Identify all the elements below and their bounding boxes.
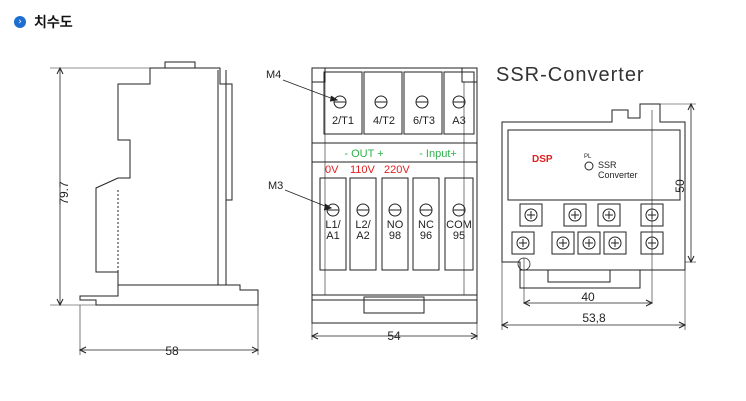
- terminal-label-line2: A2: [356, 230, 369, 242]
- side-width-label: 58: [165, 344, 179, 358]
- converter-view: SSR-Converter DSP PL SSR Converter: [496, 64, 696, 330]
- front-width-label: 54: [387, 329, 401, 343]
- bottom-terminal: COM 95: [444, 177, 474, 271]
- top-terminal: A3: [443, 71, 475, 135]
- input-label: - Input+: [419, 148, 457, 160]
- side-view-body: [95, 67, 233, 285]
- terminal-label-line1: NO: [387, 219, 404, 231]
- terminal-label-line1: L2/: [355, 219, 371, 231]
- terminal-label-line2: 96: [420, 230, 432, 242]
- top-terminal: 2/T1: [323, 71, 363, 135]
- converter-title: SSR-Converter: [496, 64, 645, 86]
- top-terminal-row: 2/T1 4/T2 6/T3 A3: [323, 71, 475, 135]
- section-title: 치수도: [34, 15, 73, 31]
- bottom-terminal-row: L1/ A1 L2/ A2 NO 98 NC 96: [319, 177, 474, 271]
- side-height-label: 79.7: [57, 181, 71, 205]
- converter-height-label: 50: [673, 179, 687, 193]
- bottom-terminal: L2/ A2: [349, 177, 377, 271]
- terminal-label: 4/T2: [373, 115, 395, 127]
- converter-brand: DSP: [532, 154, 553, 165]
- top-terminal: 4/T2: [363, 71, 403, 135]
- terminal-label-line1: COM: [446, 219, 472, 231]
- indicator-led: [584, 161, 594, 171]
- converter-inner-width-label: 40: [581, 290, 595, 304]
- converter-screws: [511, 203, 664, 255]
- terminal-label: 6/T3: [413, 115, 435, 127]
- front-outline: [311, 67, 478, 324]
- callout-m3: M3: [268, 180, 283, 192]
- converter-outer-width-label: 53,8: [582, 311, 606, 325]
- terminal-label-line1: NC: [418, 219, 434, 231]
- side-view: 79.7 58: [50, 61, 260, 358]
- callout-m4: M4: [266, 69, 281, 81]
- indicator-label: PL: [584, 154, 592, 160]
- converter-label-line1: SSR: [598, 160, 617, 170]
- side-view-outline: [79, 284, 259, 306]
- terminal-label-line1: L1/: [325, 219, 341, 231]
- terminal-label-line2: A1: [326, 230, 339, 242]
- chevron-right-icon: ›: [14, 16, 26, 28]
- terminal-label-line2: 98: [389, 230, 401, 242]
- out-label: - OUT +: [344, 148, 383, 160]
- voltage-0v-label: 0V: [325, 164, 339, 176]
- voltage-110v-label: 110V: [350, 164, 376, 176]
- bottom-terminal: NC 96: [412, 177, 440, 271]
- section-header: › 치수도: [14, 12, 73, 32]
- terminal-label: 2/T1: [332, 115, 354, 127]
- front-view: 2/T1 4/T2 6/T3 A3 - OUT + - Input+ 0V: [266, 67, 479, 343]
- converter-label-panel: [507, 129, 681, 201]
- converter-label-line2: Converter: [598, 170, 638, 180]
- bottom-terminal: NO 98: [381, 177, 409, 271]
- bottom-terminal: L1/ A1: [319, 177, 347, 271]
- voltage-220v-label: 220V: [384, 164, 410, 176]
- top-terminal: 6/T3: [403, 71, 443, 135]
- terminal-label-line2: 95: [453, 230, 465, 242]
- terminal-label: A3: [452, 115, 465, 127]
